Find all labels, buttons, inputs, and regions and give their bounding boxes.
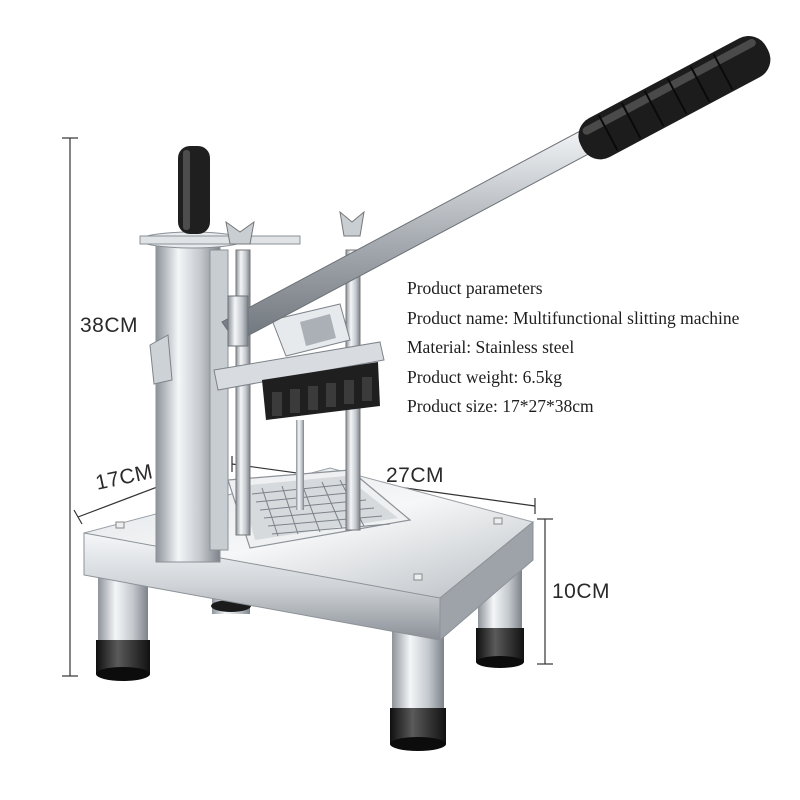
product-size: Product size: 17*27*38cm [407, 396, 594, 417]
cutter-head [149, 303, 385, 420]
height-dimension-label: 38CM [80, 314, 139, 337]
product-name: Product name: Multifunctional slitting m… [407, 307, 740, 328]
parameters-heading: Product parameters [407, 278, 543, 298]
product-material: Material: Stainless steel [407, 337, 575, 358]
width-dimension-label: 27CM [386, 464, 445, 487]
product-parameters: Product parameters Product name: Multifu… [407, 274, 739, 422]
leg-height-dimension-label: 10CM [552, 580, 611, 603]
product-weight: Product weight: 6.5kg [407, 366, 563, 387]
lever-handle [221, 35, 771, 347]
